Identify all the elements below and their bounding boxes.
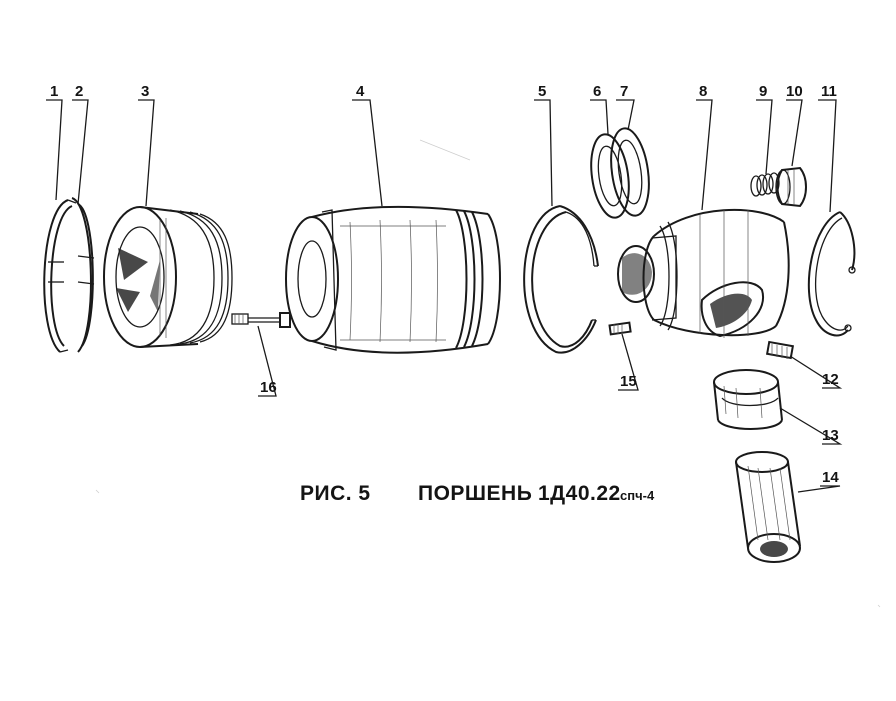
callout-5: 5	[538, 83, 546, 100]
callout-4: 4	[356, 83, 365, 100]
part-14-piston-pin	[735, 451, 801, 563]
leader-lines	[46, 99, 843, 493]
figure-caption: РИС. 5 ПОРШЕНЬ 1Д40.22 спч-4	[300, 482, 655, 505]
callout-8: 8	[699, 83, 707, 100]
part-1-ring	[43, 199, 77, 353]
part-8-piston-insert	[617, 208, 790, 338]
callout-16: 16	[260, 379, 277, 396]
part-4-piston-skirt	[285, 205, 501, 354]
callout-13: 13	[822, 427, 839, 444]
part-13-bushing	[713, 369, 783, 430]
callout-14: 14	[822, 469, 839, 486]
caption-suffix: спч-4	[620, 488, 655, 503]
callout-12: 12	[822, 371, 839, 388]
caption-code: 1Д40.22	[538, 482, 621, 505]
callout-11: 11	[821, 83, 837, 100]
callout-15: 15	[620, 373, 637, 390]
callout-1: 1	[50, 83, 58, 100]
callout-7: 7	[620, 83, 628, 100]
callout-3: 3	[141, 83, 149, 100]
callout-10: 10	[786, 83, 803, 100]
part-9-spring	[750, 172, 780, 197]
caption-title: ПОРШЕНЬ	[418, 482, 532, 505]
part-10-nut	[775, 166, 807, 208]
part-7-shim	[610, 127, 650, 217]
callout-6: 6	[593, 83, 601, 100]
callout-9: 9	[759, 83, 767, 100]
part-2-ring	[71, 197, 95, 353]
caption-label: РИС. 5	[300, 482, 371, 505]
part-6-shim	[590, 133, 630, 219]
part-3-piston-crown	[103, 206, 233, 348]
part-5-snap-ring	[523, 205, 599, 354]
part-16-screw	[231, 312, 291, 328]
scan-noise	[95, 139, 881, 608]
callout-numbers: 1 2 3 4 5 6 7 8 9 10 11 12 13 14 15 16	[50, 83, 839, 486]
part-11-retaining-ring	[807, 211, 856, 337]
callout-2: 2	[75, 83, 83, 100]
part-12-plug	[765, 340, 795, 360]
part-15-pin	[608, 321, 632, 336]
